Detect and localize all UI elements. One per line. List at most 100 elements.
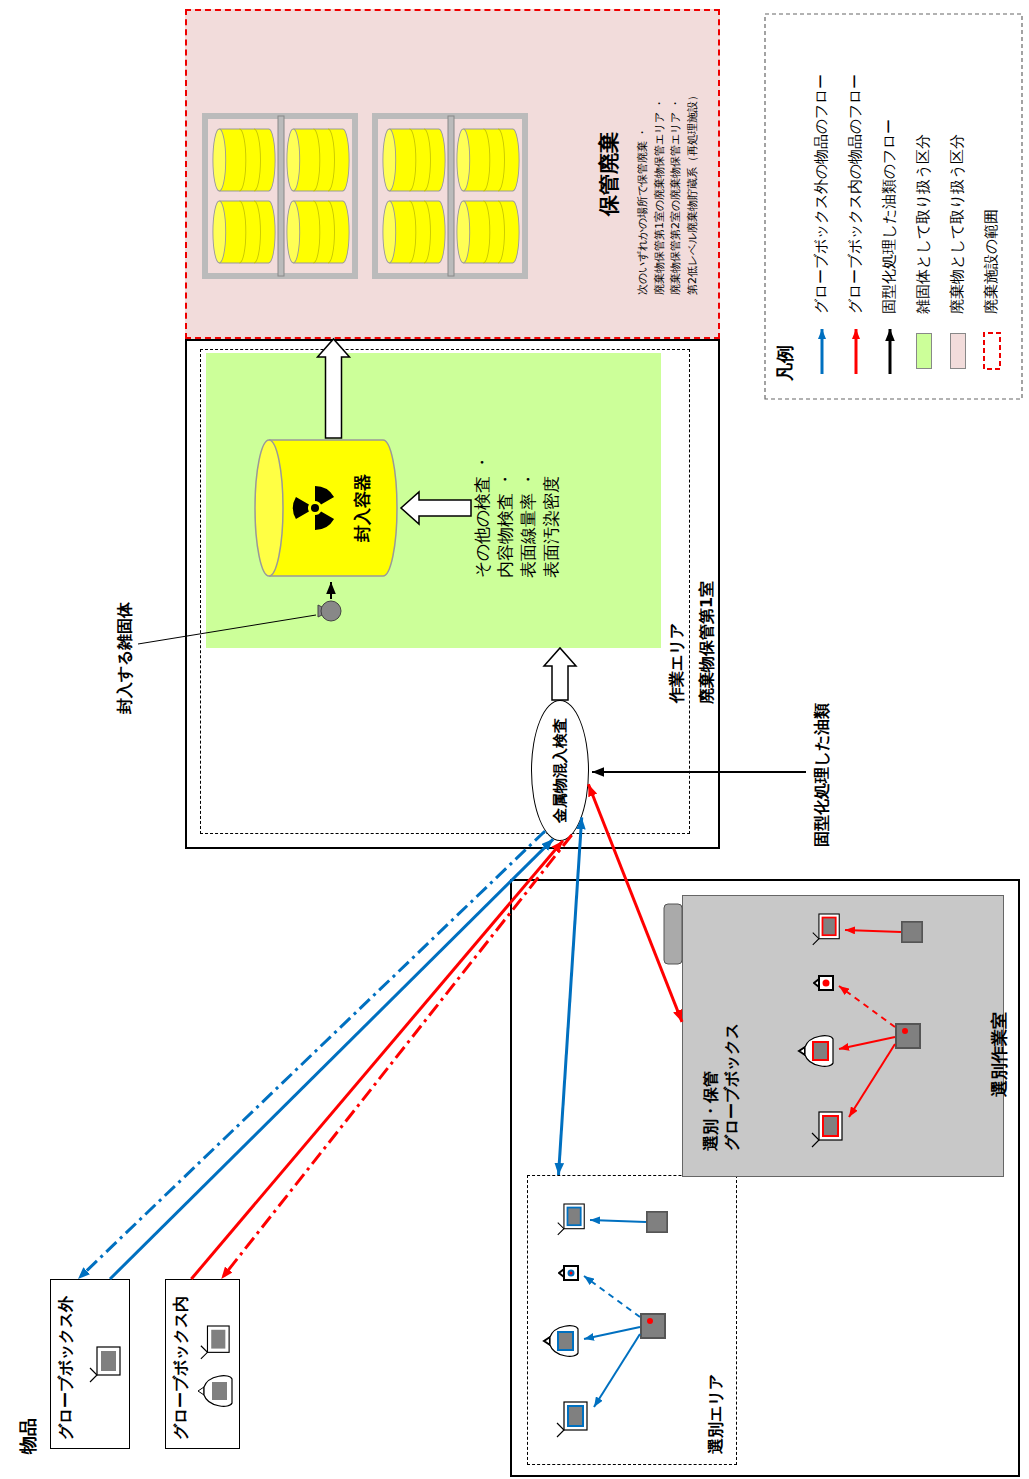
drum-outline — [251, 438, 401, 578]
free-label: 凡例 — [773, 345, 797, 381]
node-label-holder: 廃棄物保管第1室 — [697, 581, 718, 704]
figure-part — [330, 582, 332, 599]
flow-arrow — [559, 817, 582, 1175]
node-label-holder: 選別作業室 — [988, 1012, 1011, 1097]
figure-part — [584, 1276, 640, 1317]
item-box: グローブボックス内 — [165, 1279, 240, 1449]
node-label: 作業エリア — [667, 623, 688, 703]
glovebox-icons — [799, 914, 922, 1147]
node-label-holder: その他の検査 ・内容物検査 ・表面線量率 ・表面汚染密度 — [471, 438, 563, 578]
node-label: 選別エリア — [706, 1374, 727, 1454]
legend-swatch — [916, 333, 932, 369]
node-label: 廃棄物保管第1室 — [697, 581, 718, 704]
node-label: 封入容器 — [351, 438, 374, 578]
figure-part — [590, 1220, 646, 1222]
node-label: 選別・保管 グローブボックス — [701, 1006, 743, 1151]
block-arrow — [401, 492, 471, 524]
figure-part — [821, 329, 824, 374]
figure-part — [902, 1028, 908, 1034]
flow-arrow — [221, 835, 571, 1279]
node-label-holder: グローブボックス内 — [171, 1296, 192, 1440]
area-box: 作業エリア金属物混入検査 その他の検査 ・内容物検査 ・表面線量率 ・表面汚染密度… — [200, 349, 690, 834]
room-box: 選別作業室選別エリア 選別・保管 グローブボックス — [510, 879, 1020, 1477]
sorting-area-icons — [544, 1204, 667, 1437]
figure-part — [557, 1402, 587, 1437]
flow-arrow — [191, 841, 563, 1279]
legend-text: グローブボックス外の物品のフロー — [812, 74, 831, 314]
flow-arrow — [110, 839, 553, 1279]
node-label-holder: 封入容器 — [351, 438, 374, 578]
figure-part — [896, 1024, 920, 1048]
figure-part — [198, 1376, 232, 1407]
figure-part — [544, 1326, 578, 1357]
figure-part — [839, 986, 895, 1027]
figure-part — [559, 1266, 578, 1280]
figure-part — [287, 201, 349, 263]
free-label-holder: 封入する雑固体 — [115, 602, 136, 714]
flow-arrow — [78, 831, 545, 1279]
figure-part — [457, 129, 519, 191]
free-label-holder: 固型化処理した油類 — [812, 703, 833, 847]
figure-part — [855, 329, 858, 374]
figure-part — [278, 116, 284, 276]
legend-text: 固型化処理した油類のフロー — [880, 119, 899, 314]
figure-part — [269, 440, 397, 576]
legend-text: グローブボックス内の物品のフロー — [846, 74, 865, 314]
free-label-holder: 物品 — [16, 1418, 40, 1454]
figure-part — [558, 1204, 584, 1235]
node-note-holder: 次のいずれかの場所で保管廃棄 ・廃棄物保管第1室の廃棄物保管エリア ・廃棄物保管… — [635, 47, 701, 295]
block-arrow — [318, 339, 350, 438]
legend-text-holder: グローブボックス内の物品のフロー — [846, 74, 865, 314]
figure-part — [902, 922, 922, 942]
figure-part — [814, 976, 833, 990]
figure-part — [889, 329, 892, 374]
legend-text: 廃棄物として取り扱う区分 — [948, 134, 967, 314]
legend-text-holder: 固型化処理した油類のフロー — [880, 119, 899, 314]
node-label: グローブボックス外 — [56, 1296, 77, 1440]
node-label-holder: 選別エリア — [706, 1374, 727, 1454]
block-arrow — [544, 648, 576, 700]
flow-arrow — [588, 784, 682, 1022]
free-label: 物品 — [16, 1418, 40, 1454]
figure-part — [647, 1318, 653, 1324]
figure-part — [90, 1347, 120, 1382]
figure-part — [765, 14, 1022, 399]
glovebox-port — [664, 904, 682, 964]
legend-text-holder: グローブボックス外の物品のフロー — [812, 74, 831, 314]
node-label: その他の検査 ・内容物検査 ・表面線量率 ・表面汚染密度 — [471, 438, 563, 578]
legend-frame — [765, 14, 1022, 399]
figure-part — [383, 129, 445, 191]
legend-text: 雑固体として取り扱う区分 — [914, 134, 933, 314]
node-label-holder: 作業エリア — [667, 623, 688, 703]
figure-part — [594, 1334, 640, 1407]
figure-part — [255, 440, 283, 576]
legend-swatch — [950, 333, 966, 369]
free-label: 封入する雑固体 — [115, 602, 136, 714]
item-icons — [90, 1326, 232, 1406]
oil-flow-arrow — [592, 771, 806, 773]
figure-part — [138, 615, 316, 644]
figure-part — [812, 1112, 842, 1147]
figure-part — [799, 1036, 833, 1067]
glovebox: 選別・保管 グローブボックス — [682, 895, 1004, 1177]
area-box: 選別エリア — [527, 1175, 737, 1465]
figure-part — [984, 333, 1000, 369]
node-label: 選別作業室 — [988, 1012, 1011, 1097]
node-label: 金属物混入検査 — [551, 718, 570, 823]
solid-waste-item — [138, 582, 341, 644]
node-label-holder: 保管廃棄 — [595, 11, 623, 337]
figure-part — [213, 129, 275, 191]
legend-text-holder: 廃棄物として取り扱う区分 — [948, 134, 967, 314]
figure-part — [448, 116, 454, 276]
legend-text-holder: 雑固体として取り扱う区分 — [914, 134, 933, 314]
node-label-holder: 金属物混入検査 — [551, 718, 570, 823]
node-note: 次のいずれかの場所で保管廃棄 ・廃棄物保管第1室の廃棄物保管エリア ・廃棄物保管… — [635, 47, 701, 295]
figure-part — [293, 486, 334, 530]
node-label-holder: グローブボックス外 — [56, 1296, 77, 1440]
free-label: 固型化処理した油類 — [812, 703, 833, 847]
figure-part — [813, 914, 839, 945]
figure-part — [201, 1326, 229, 1359]
